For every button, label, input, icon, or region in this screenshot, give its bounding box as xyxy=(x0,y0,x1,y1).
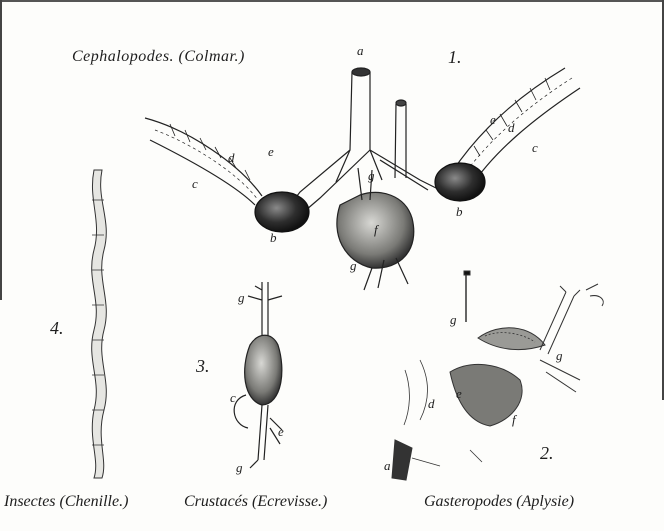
caption-crustaces: Crustacés (Ecrevisse.) xyxy=(184,493,327,511)
label-d-left: d xyxy=(228,150,235,166)
label-e-left: e xyxy=(268,144,274,160)
figure-number-4: 4. xyxy=(50,318,64,339)
label-e-fig3: e xyxy=(278,424,284,440)
label-b-left: b xyxy=(270,230,277,246)
label-c-left: c xyxy=(192,176,198,192)
label-f-fig2: f xyxy=(512,412,516,428)
figure-3-crustacean-heart xyxy=(234,282,282,468)
label-g-fig2-right: g xyxy=(556,348,563,364)
plate-title: Cephalopodes. (Colmar.) xyxy=(72,48,245,66)
figure-number-1: 1. xyxy=(448,47,462,68)
label-e-fig2: e xyxy=(456,386,462,402)
label-e-right: e xyxy=(490,112,496,128)
caption-insectes: Insectes (Chenille.) xyxy=(4,493,128,511)
label-d-fig2: d xyxy=(428,396,435,412)
label-g-fig2-left: g xyxy=(450,312,457,328)
label-c-fig3: c xyxy=(230,390,236,406)
label-b-right: b xyxy=(456,204,463,220)
label-f-heart: f xyxy=(374,222,378,238)
figure-2-gastropod-heart xyxy=(392,271,603,480)
label-g-top: g xyxy=(368,168,375,184)
figure-4-insect-dorsal-vessel xyxy=(92,170,107,478)
figure-number-3: 3. xyxy=(196,356,210,377)
caption-gasteropodes: Gasteropodes (Aplysie) xyxy=(424,493,574,511)
label-d-right: d xyxy=(508,120,515,136)
label-a-aorta: a xyxy=(357,43,364,59)
label-g-fig3-top: g xyxy=(238,290,245,306)
figure-1-cephalopod-heart xyxy=(145,68,580,290)
figure-number-2: 2. xyxy=(540,443,554,464)
label-g-bottom: g xyxy=(350,258,357,274)
label-a-fig2: a xyxy=(384,458,391,474)
label-g-fig3-bottom: g xyxy=(236,460,243,476)
label-c-right: c xyxy=(532,140,538,156)
